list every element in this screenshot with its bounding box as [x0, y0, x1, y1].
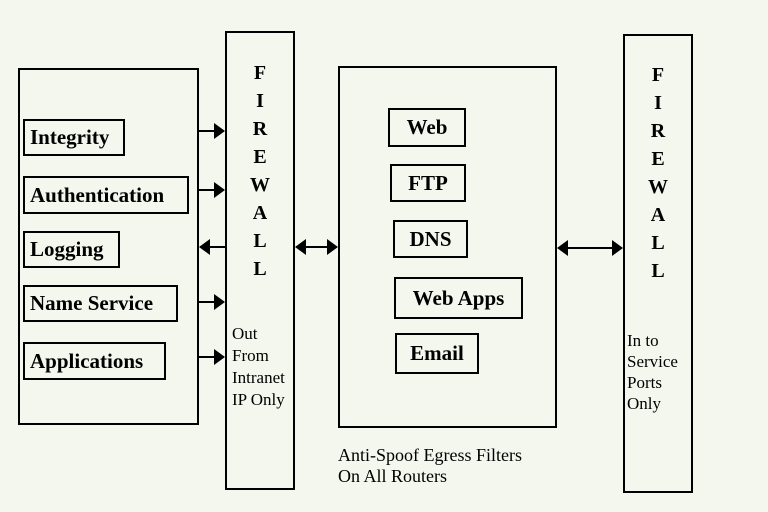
firewall-left-letter: W [250, 174, 270, 196]
caption-line: Anti-Spoof Egress Filters [338, 445, 522, 465]
double-arrow-firewall-left-dmz-icon [295, 239, 338, 255]
caption-line: On All Routers [338, 466, 448, 486]
arrow-integrity-to-firewall-icon [197, 123, 225, 139]
firewall-right-letter: A [650, 204, 666, 226]
firewall-left-letter: F [253, 62, 267, 84]
authentication-box: Authentication [23, 176, 189, 214]
integrity-box: Integrity [23, 119, 125, 156]
firewall-right-note: In to Service Ports Only [627, 330, 678, 414]
firewall-left-label: F I R E W A L L [225, 59, 295, 283]
firewall-right-letter: L [651, 232, 665, 254]
firewall-left-letter: A [252, 202, 268, 224]
note-line: Service [627, 352, 678, 371]
firewall-right-letter: L [651, 260, 665, 282]
web-apps-service-box: Web Apps [394, 277, 523, 319]
dmz-services-box [338, 66, 557, 428]
arrow-applications-to-firewall-icon [197, 349, 225, 365]
web-service-box: Web [388, 108, 466, 147]
firewall-left-letter: L [253, 258, 267, 280]
firewall-right-label: F I R E W A L L [623, 61, 693, 285]
double-arrow-dmz-firewall-right-icon [557, 240, 623, 256]
note-line: In to [627, 331, 659, 350]
ftp-service-box: FTP [390, 164, 466, 202]
firewall-right-box [623, 34, 693, 493]
firewall-left-letter: L [253, 230, 267, 252]
firewall-right-letter: I [654, 92, 662, 114]
firewall-left-box [225, 31, 295, 490]
dns-service-box: DNS [393, 220, 468, 258]
note-line: Only [627, 394, 661, 413]
firewall-left-letter: I [256, 90, 264, 112]
note-line: IP Only [232, 390, 285, 409]
firewall-right-letter: R [650, 120, 666, 142]
firewall-left-letter: R [252, 118, 268, 140]
intranet-services-box [18, 68, 199, 425]
logging-box: Logging [23, 231, 120, 268]
name-service-box: Name Service [23, 285, 178, 322]
arrow-authentication-to-firewall-icon [197, 182, 225, 198]
applications-box: Applications [23, 342, 166, 380]
email-service-box: Email [395, 333, 479, 374]
firewall-right-letter: W [648, 176, 668, 198]
note-line: Ports [627, 373, 662, 392]
firewall-left-note: Out From Intranet IP Only [232, 323, 285, 411]
arrow-name-service-to-firewall-icon [197, 294, 225, 310]
note-line: Intranet [232, 368, 285, 387]
caption: Anti-Spoof Egress Filters On All Routers [338, 445, 522, 487]
firewall-left-letter: E [253, 146, 267, 168]
note-line: Out [232, 324, 258, 343]
firewall-right-letter: F [651, 64, 665, 86]
firewall-right-letter: E [651, 148, 665, 170]
arrow-firewall-to-logging-icon [199, 239, 225, 255]
note-line: From [232, 346, 269, 365]
